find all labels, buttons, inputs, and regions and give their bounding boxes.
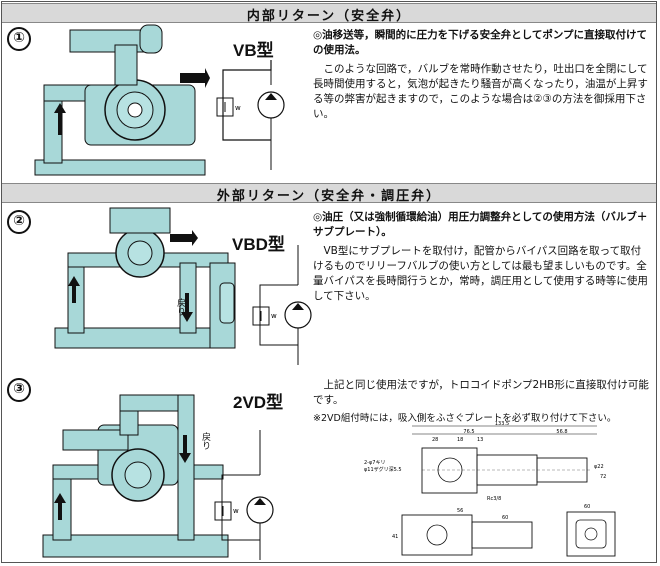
section1-header: 内部リターン（安全弁） bbox=[2, 3, 656, 24]
section2-return-label: 戻り bbox=[175, 298, 185, 316]
section3-return-label: 戻り bbox=[200, 432, 210, 450]
dim-f: 41 bbox=[392, 534, 398, 540]
section2-title: 外部リターン（安全弁・調圧弁） bbox=[216, 189, 442, 204]
dim-g: 60 bbox=[584, 504, 590, 510]
dim-c: 13 bbox=[477, 437, 483, 443]
section2-lead: ◎油圧（又は強制循環給油）用圧力調整弁としての使用方法（バルブ＋サブプレート）。 bbox=[313, 211, 648, 238]
section3-model: 2VD型 bbox=[233, 393, 284, 412]
section2-number: ② bbox=[6, 205, 32, 234]
section3-body: 上記と同じ使用法ですが，トロコイドポンプ2HB形に直接取付け可能です。 bbox=[313, 379, 649, 406]
section2-body: VB型にサブプレートを取付け，配管からバイパス回路を取って取付けるものでリリーフ… bbox=[313, 245, 648, 302]
section1-title: 内部リターン（安全弁） bbox=[246, 9, 412, 24]
dim-b: 18 bbox=[457, 437, 463, 443]
dim-counterbore: φ11ザグリ深5.5 bbox=[364, 466, 402, 473]
svg-text:w: w bbox=[233, 507, 239, 515]
section3-circuit-diagram: w bbox=[214, 430, 274, 560]
section1-body: このような回路で，バルブを常時作動させたり，吐出口を全閉にして長時間使用すると，… bbox=[313, 63, 648, 120]
dim-a: 28 bbox=[432, 437, 438, 443]
dim-right: 56.8 bbox=[556, 429, 567, 435]
svg-text:w: w bbox=[271, 312, 277, 320]
section3-technical-drawing: 133.5 76.5 56.8 28 18 13 2-φ7キリ φ11ザグリ深5… bbox=[364, 421, 616, 557]
dim-e: 60 bbox=[502, 515, 508, 521]
section3-number: ③ bbox=[6, 373, 32, 402]
section1-circuit-diagram: w bbox=[216, 60, 285, 170]
section2-circuit-diagram: w bbox=[252, 245, 312, 365]
section1-number: ① bbox=[6, 22, 32, 51]
dim-height: 72 bbox=[600, 474, 606, 480]
section1-model: VB型 bbox=[233, 41, 274, 60]
section3-note: ※2VD組付時には，吸入側をふさぐプレートを必ず取り付けて下さい。 bbox=[313, 413, 617, 424]
dim-overall: 133.5 bbox=[495, 421, 509, 427]
section2-pump-illustration bbox=[54, 207, 236, 349]
svg-text:w: w bbox=[235, 104, 241, 112]
section1-pump-illustration bbox=[34, 24, 210, 176]
dim-d: 56 bbox=[457, 508, 463, 514]
dim-left: 76.5 bbox=[463, 429, 474, 435]
section2-header: 外部リターン（安全弁・調圧弁） bbox=[2, 183, 656, 204]
dim-dia: φ22 bbox=[594, 464, 604, 470]
section1-lead: ◎油移送等，瞬間的に圧力を下げる安全弁としてポンプに直接取付けての使用法。 bbox=[313, 29, 648, 56]
section2-model: VBD型 bbox=[232, 235, 285, 254]
dim-port: Rc3/8 bbox=[487, 496, 501, 502]
section3-pump-illustration bbox=[42, 394, 229, 558]
dim-holes: 2-φ7キリ bbox=[364, 460, 385, 466]
